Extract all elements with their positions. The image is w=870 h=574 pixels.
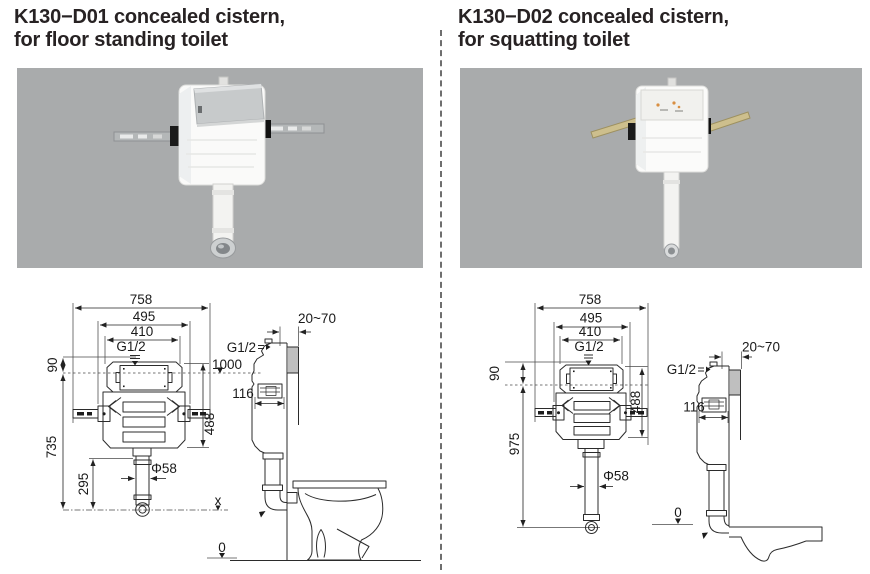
front-view [534,354,648,534]
dim-label-body-width: 410 [131,324,154,339]
technical-drawing-floor-standing: 758 495 410 G1/2 90 1000 488 735 295 Φ58… [44,292,421,561]
dim-label-body-height: 488 [202,413,217,436]
dim-label-wall-range: 20~70 [298,311,336,326]
cistern-body [178,76,266,186]
dim-label-side-inlet-thread: G1/2 [667,362,696,377]
dim-label-rail-width: 495 [580,311,603,326]
dim-label-body-width: 410 [579,324,602,339]
dim-label-outlet-drop: 735 [44,436,59,459]
dim-label-inlet-offset: 90 [487,366,502,381]
product-title-d01: K130−D01 concealed cistern, for floor st… [14,6,285,52]
dim-label-body-depth: 116 [683,400,705,415]
product-photo-floor-standing [17,68,423,268]
flush-pipe [210,183,236,259]
product-title-d02-line2: for squatting toilet [458,29,630,51]
dim-label-body-depth: 116 [232,386,254,401]
dashed-divider [440,30,442,570]
dim-label-outlet-drop: 975 [507,433,522,456]
extension-lines [505,303,742,528]
product-title-d01-line2: for floor standing toilet [14,29,228,51]
dimension-lines [520,305,752,527]
dimension-labels: 758 495 410 G1/2 90 488 975 Φ58 0 20~70 … [487,292,780,520]
product-title-d02-line1: K130−D02 concealed cistern, [458,6,729,28]
dim-label-zero-level-mark: 0 [674,505,682,520]
front-view [72,355,211,517]
dim-label-total-width: 758 [130,292,153,307]
dim-label-body-height: 488 [628,391,643,414]
dim-label-pipe-diameter: Φ58 [151,461,177,476]
extension-lines [63,303,299,559]
dim-label-side-inlet-thread: G1/2 [227,340,256,355]
dim-label-inlet-level: 1000 [212,357,242,372]
dim-label-inlet-offset: 90 [45,357,60,372]
arrow-glyphs [538,360,711,539]
dim-label-outlet-level-mark: x [215,493,222,508]
cistern-photo-illustration-d02 [590,77,751,259]
cistern-photo-illustration-d01 [113,76,325,259]
side-view [230,338,421,561]
floor-standing-toilet-outline [286,480,387,561]
dim-label-total-width: 758 [579,292,602,307]
dim-label-inlet-thread: G1/2 [116,339,145,354]
dim-label-inlet-thread: G1/2 [574,339,603,354]
arrow-glyphs [77,344,271,558]
squatting-pan-outline [729,526,823,562]
cistern-body [635,77,709,173]
side-view [696,361,823,562]
product-title-d02: K130−D02 concealed cistern, for squattin… [458,6,729,52]
dim-label-wall-range: 20~70 [742,340,780,355]
dim-label-rail-width: 495 [133,309,156,324]
dimension-labels: 758 495 410 G1/2 90 1000 488 735 295 Φ58… [44,292,336,555]
product-title-d01-line1: K130−D01 concealed cistern, [14,6,285,28]
technical-drawing-squatting: 758 495 410 G1/2 90 488 975 Φ58 0 20~70 … [487,292,823,562]
flush-pipe [663,171,680,259]
dim-label-pipe-diameter: Φ58 [603,469,629,484]
dimension-lines [60,305,311,509]
product-photo-squatting [460,68,862,268]
dim-label-lower-pipe: 295 [76,473,91,496]
dim-label-zero-level-mark: 0 [218,540,226,555]
